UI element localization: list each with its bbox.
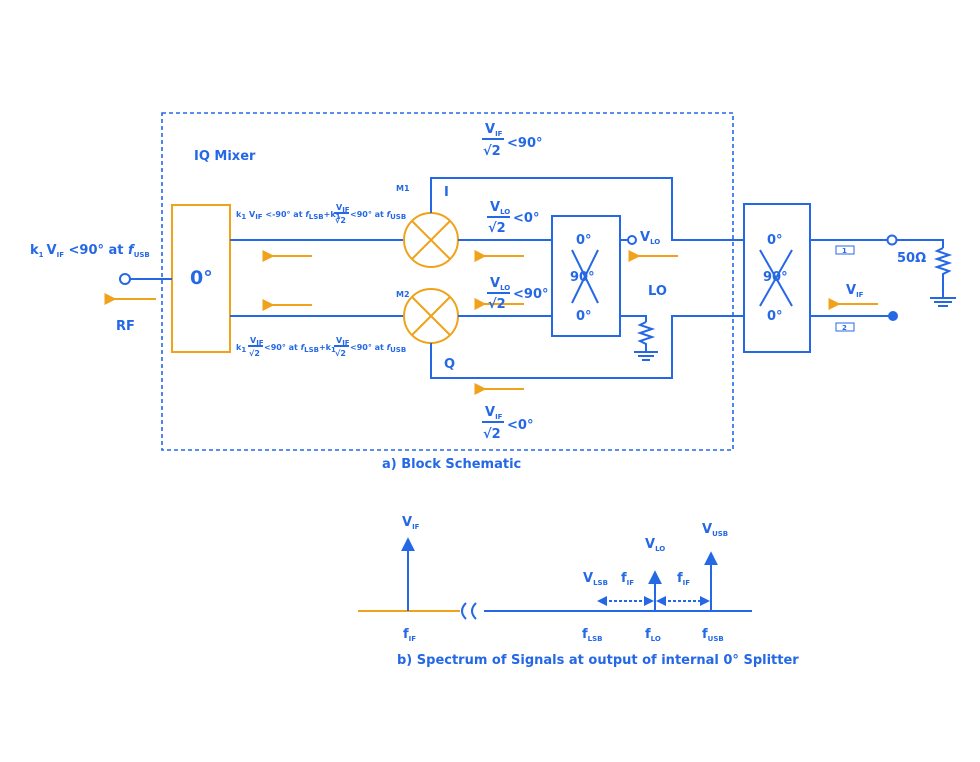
svg-text:<90°: <90°	[513, 287, 548, 302]
svg-text:2: 2	[842, 324, 847, 332]
mixer-m1	[403, 212, 459, 268]
svg-text:VIF: VIF	[336, 336, 350, 347]
fif-span-left-label: fIF	[621, 571, 634, 587]
port-1-box	[835, 245, 855, 255]
vlsb-spectrum-label: VLSB	[583, 571, 608, 587]
svg-text:√2: √2	[335, 349, 346, 358]
mixer-m2	[403, 288, 459, 344]
vif-spectrum-label: VIF	[402, 515, 420, 531]
svg-text:k1: k1	[236, 343, 246, 354]
svg-text:<0°: <0°	[513, 211, 539, 226]
svg-text:1: 1	[842, 247, 847, 255]
x-tick-flo: fLO	[645, 627, 661, 643]
zero-degree-splitter	[171, 204, 231, 353]
ohm-label: 50Ω	[897, 251, 926, 266]
svg-text:√2: √2	[249, 349, 260, 358]
if-hybrid-bot: 0°	[767, 309, 783, 324]
svg-text:<90° at fUSB: <90° at fUSB	[350, 343, 406, 354]
vlo-bottom-label: VLO √2 <90°	[487, 276, 548, 312]
svg-text:√2: √2	[335, 216, 346, 225]
vlo-spectrum-label: VLO	[645, 537, 665, 553]
lo-label: LO	[648, 284, 667, 299]
lo-hybrid-bot: 0°	[576, 309, 592, 324]
q-label: Q	[444, 357, 455, 372]
x-tick-fif: fIF	[403, 627, 416, 643]
svg-text:<0°: <0°	[507, 418, 533, 433]
i-label: I	[444, 185, 449, 200]
port-2-node	[888, 311, 898, 321]
axis-break-icon	[461, 602, 477, 620]
upper-branch-expression: k1 VIF <-90° at fLSB+k1 VIF √2 <90° at f…	[236, 203, 406, 225]
vif-bottom-label: VIF √2 <0°	[482, 405, 533, 442]
svg-text:VLO: VLO	[490, 276, 510, 292]
if-hybrid-mid: 90°	[763, 270, 788, 285]
block-schematic-caption: a) Block Schematic	[382, 457, 521, 472]
svg-text:VIF: VIF	[485, 122, 503, 138]
spectrum-caption: b) Spectrum of Signals at output of inte…	[397, 653, 799, 668]
iq-mixer-boundary	[161, 112, 734, 451]
svg-text:√2: √2	[488, 221, 506, 236]
lower-branch-expression: k1 VIF √2 <90° at fLSB+k1 VIF √2 <90° at…	[236, 336, 406, 358]
svg-text:VIF: VIF	[485, 405, 503, 421]
port-2-box	[835, 322, 855, 332]
svg-text:√2: √2	[488, 297, 506, 312]
vif-port-label: VIF	[846, 283, 864, 299]
x-tick-fusb: fUSB	[702, 627, 724, 643]
lo-port	[627, 235, 637, 245]
lo-hybrid	[551, 215, 621, 337]
svg-text:<90°: <90°	[507, 136, 542, 151]
x-tick-flsb: fLSB	[582, 627, 603, 643]
m1-label: M1	[396, 184, 410, 193]
svg-text:√2: √2	[483, 427, 501, 442]
vusb-spectrum-label: VUSB	[702, 522, 728, 538]
m2-label: M2	[396, 290, 410, 299]
svg-text:VIF: VIF	[336, 203, 350, 214]
vlo-top-label: VLO √2 <0°	[487, 200, 539, 236]
svg-text:VLO: VLO	[490, 200, 510, 216]
svg-text:VIF: VIF	[250, 336, 264, 347]
port-1-node	[886, 234, 898, 246]
svg-text:k1 VIF <-90° at fLSB+k1: k1 VIF <-90° at fLSB+k1	[236, 210, 341, 221]
vlo-port-label: VLO	[640, 230, 660, 246]
lo-hybrid-mid: 90°	[570, 270, 595, 285]
lo-hybrid-top: 0°	[576, 233, 592, 248]
splitter-label: 0°	[190, 267, 213, 289]
fif-span-right-label: fIF	[677, 571, 690, 587]
rf-port	[119, 273, 131, 285]
vif-top-label: VIF √2 <90°	[482, 122, 542, 159]
svg-text:<90° at fUSB: <90° at fUSB	[350, 210, 406, 221]
svg-text:√2: √2	[483, 144, 501, 159]
if-hybrid-top: 0°	[767, 233, 783, 248]
iq-mixer-title: IQ Mixer	[194, 149, 256, 164]
if-hybrid	[743, 203, 811, 353]
svg-text:<90° at fLSB+k1: <90° at fLSB+k1	[264, 343, 336, 354]
rf-label: RF	[116, 319, 135, 334]
